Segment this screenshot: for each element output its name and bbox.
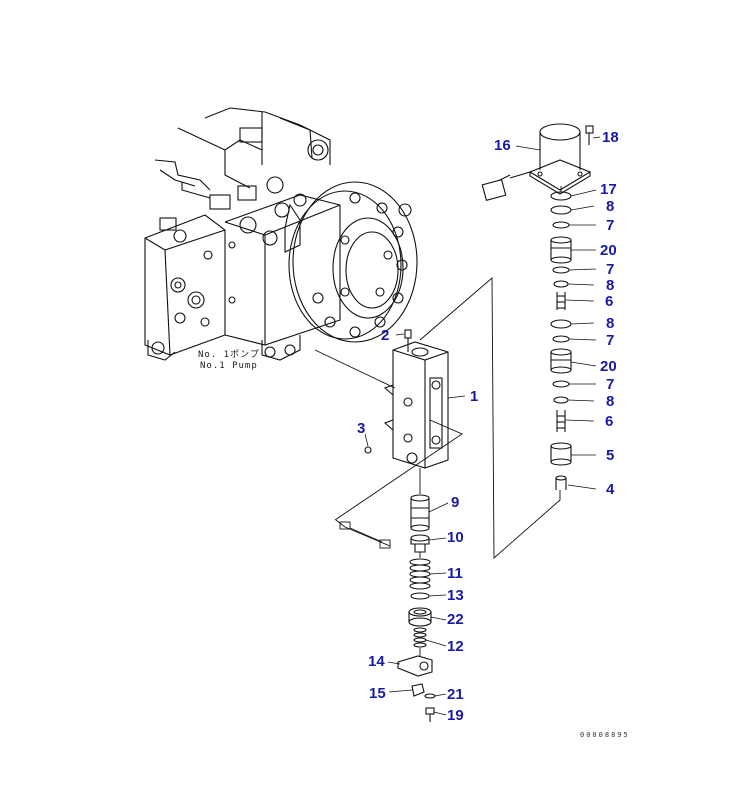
callout-15: 15 <box>369 685 386 702</box>
callout-14: 14 <box>368 653 385 670</box>
bolt-part-19 <box>425 707 435 722</box>
callout-20-upper: 20 <box>600 242 617 259</box>
callout-8-b: 8 <box>606 277 615 294</box>
plug-part-20a <box>550 236 572 264</box>
callout-7-d: 7 <box>606 376 615 393</box>
spool-part-6b <box>556 410 566 432</box>
callout-3: 3 <box>357 420 366 437</box>
callout-17: 17 <box>600 181 617 198</box>
ring-part-7a <box>552 221 570 229</box>
callout-13: 13 <box>447 587 464 604</box>
callout-21: 21 <box>447 686 464 703</box>
callout-9: 9 <box>451 494 460 511</box>
callout-22: 22 <box>447 611 464 628</box>
callout-7-c: 7 <box>606 332 615 349</box>
retainer-part-10 <box>410 534 430 553</box>
callout-12: 12 <box>447 638 464 655</box>
sleeve-part-5 <box>550 442 572 466</box>
plug-part-22 <box>408 607 432 627</box>
callout-8-c: 8 <box>606 315 615 332</box>
plug-part-3 <box>364 446 372 454</box>
callout-19: 19 <box>447 707 464 724</box>
washer-part-21 <box>424 693 436 699</box>
callout-11: 11 <box>447 565 463 582</box>
spool-part-9 <box>410 494 430 532</box>
plate-part-14 <box>397 655 433 677</box>
callout-10: 10 <box>447 529 464 546</box>
callout-7-b: 7 <box>606 261 615 278</box>
ring-part-7c <box>552 335 570 343</box>
drawing-code: 00008895 <box>580 731 630 739</box>
valve-body-part-1 <box>383 341 449 469</box>
callout-8-d: 8 <box>606 393 615 410</box>
callout-4: 4 <box>606 481 615 498</box>
spool-part-6a <box>556 292 566 310</box>
screw-part-18 <box>585 125 594 145</box>
callout-5: 5 <box>606 447 615 464</box>
callout-2: 2 <box>381 327 390 344</box>
pump-label-english: No.1 Pump <box>200 361 258 371</box>
ring-part-8b <box>553 280 569 288</box>
callout-6-lower: 6 <box>605 413 614 430</box>
callout-8-a: 8 <box>606 198 615 215</box>
callout-16: 16 <box>494 137 511 154</box>
spring-part-11 <box>409 558 431 590</box>
o-ring-part-13 <box>410 592 430 600</box>
callout-6-upper: 6 <box>605 293 614 310</box>
nut-part-15 <box>411 683 425 697</box>
callout-leader-lines <box>364 136 601 716</box>
assembly-guide-lines <box>314 186 562 656</box>
plug-part-4 <box>555 475 567 490</box>
spring-part-12 <box>413 627 427 648</box>
bolt-part-2 <box>404 329 412 352</box>
ring-part-7d <box>552 380 570 388</box>
callout-20-lower: 20 <box>600 358 617 375</box>
callout-7-a: 7 <box>606 217 615 234</box>
ring-part-8d <box>553 396 569 404</box>
callout-1: 1 <box>470 388 479 405</box>
pump-assembly <box>144 107 418 361</box>
ring-part-8c <box>550 319 572 329</box>
ring-part-8a <box>550 205 572 215</box>
ring-part-7b <box>552 266 570 274</box>
plug-part-20b <box>550 348 572 374</box>
callout-18: 18 <box>602 129 619 146</box>
pump-label-japanese: No. 1ポンプ <box>198 350 260 360</box>
solenoid-part-16 <box>481 123 592 201</box>
